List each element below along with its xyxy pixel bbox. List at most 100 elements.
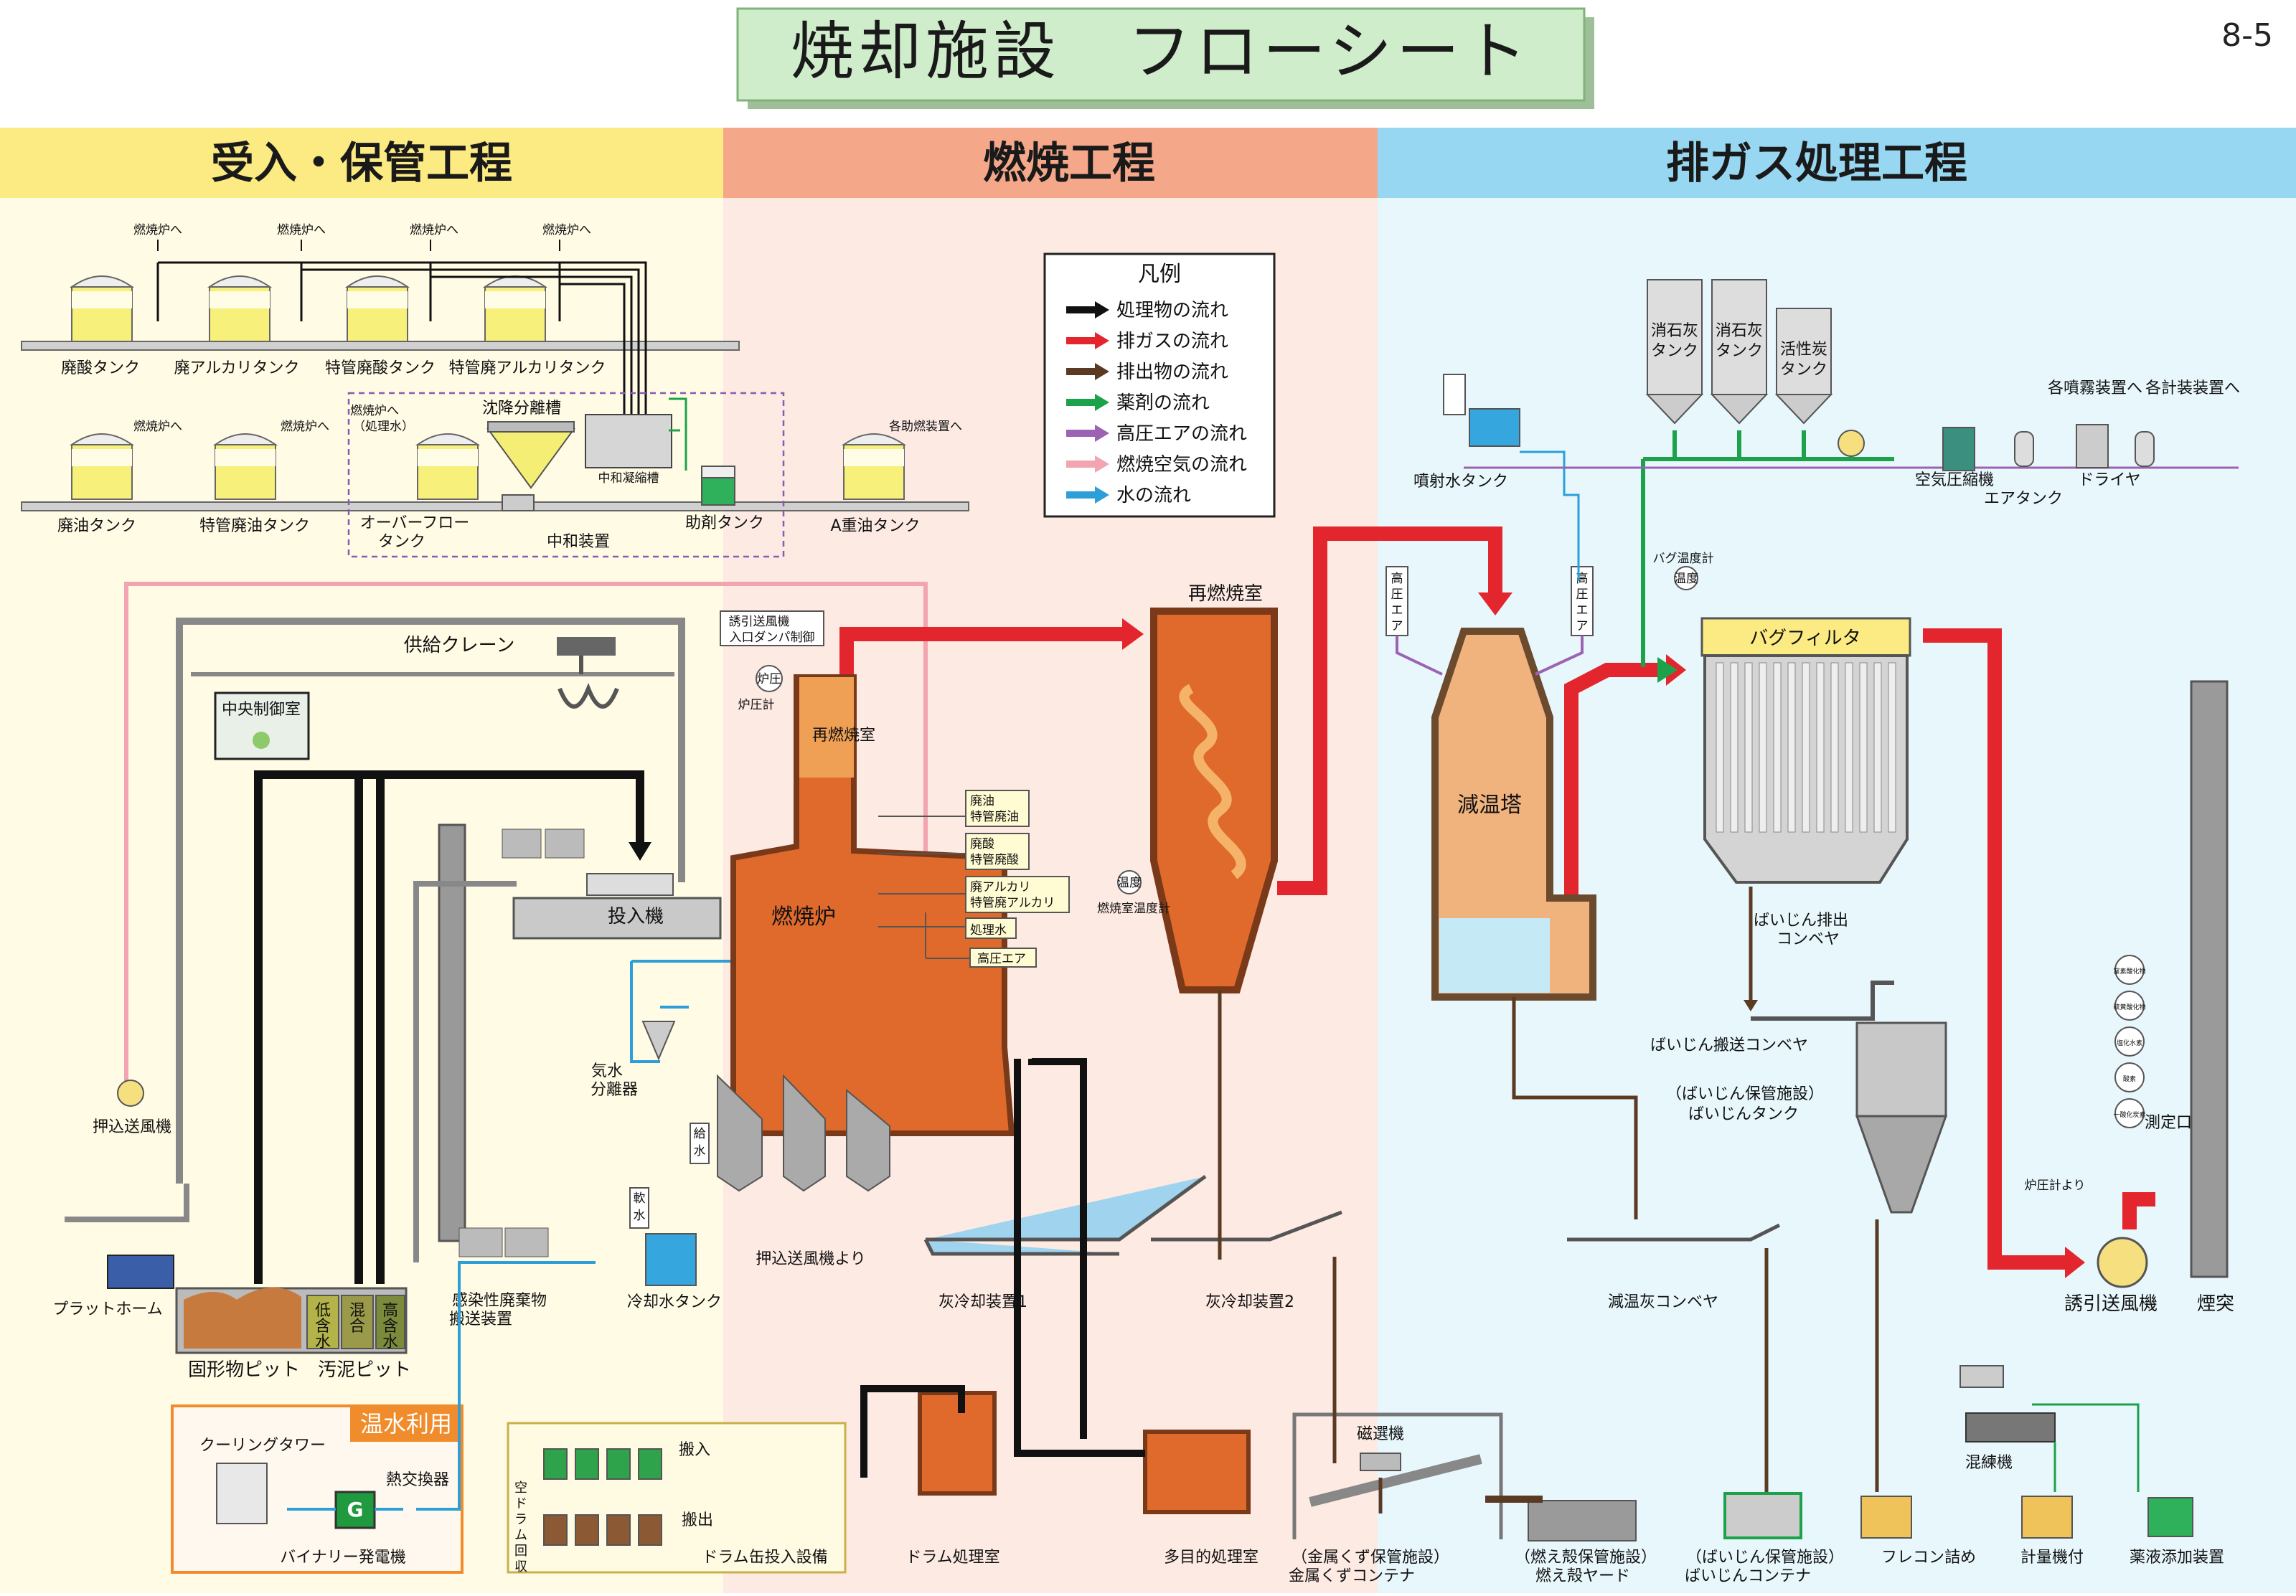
waste-transfer-lines — [254, 770, 644, 1284]
feeder-body — [512, 897, 722, 940]
feeder-label: 投入機 — [608, 906, 664, 927]
multi-purpose-furnace — [1143, 1430, 1251, 1514]
multi-room-transfer — [1014, 1058, 1145, 1457]
platform-label: プラットホーム — [52, 1300, 162, 1318]
spray-water-tank — [1469, 408, 1520, 447]
dryer — [2076, 424, 2109, 468]
hp-air-left-4: ア — [1391, 619, 1403, 633]
legend-swatch-arrow — [1095, 332, 1109, 349]
filter-tube — [1759, 662, 1767, 833]
empty-drum-char: 回 — [514, 1544, 527, 1559]
bag-filter-tubes — [1716, 662, 1896, 833]
air-tank — [2014, 431, 2034, 467]
storage-tank-roof — [212, 433, 278, 445]
spray-water-line — [1520, 450, 1580, 581]
stack-analyzer-label: 酸素 — [2123, 1075, 2136, 1083]
drum-furnace — [918, 1391, 997, 1496]
dust-container-label-1: （ばいじん保管施設） — [1686, 1549, 1844, 1567]
hp-air-left-2: 圧 — [1391, 587, 1403, 602]
additive-tank — [701, 476, 735, 506]
treated-water-note: （処理水） — [353, 420, 414, 434]
hot-water-title: 温水利用 — [360, 1410, 452, 1437]
neutral-thickener-label: 中和凝縮槽 — [598, 471, 659, 486]
tank-base-row2 — [21, 501, 969, 511]
supply-water-box — [690, 1123, 710, 1164]
gas-flow-to-bag — [1564, 663, 1669, 904]
filter-tube — [1859, 662, 1868, 833]
waste-acid-tank-label: 廃酸タンク — [61, 359, 140, 377]
lime-silo-1 — [1647, 279, 1703, 395]
stack-analyzer-label: 一酸化炭素 — [2113, 1110, 2145, 1119]
stack-analyzer-meter — [2114, 955, 2145, 985]
filter-tube — [1816, 662, 1825, 833]
dust-container-label-2: ばいじんコンテナ — [1685, 1567, 1811, 1585]
infectious-box-3 — [502, 828, 542, 859]
stack-analyzer-meter — [2114, 991, 2145, 1021]
additive-tank-top — [701, 466, 735, 478]
storage-tank-headspace — [844, 449, 904, 466]
magnet-conveyor — [1309, 1454, 1482, 1507]
freon-bag — [1860, 1496, 1912, 1539]
cooling-water-tank — [645, 1233, 697, 1286]
infectious-box-1 — [458, 1227, 503, 1257]
cinder-yard — [1528, 1500, 1637, 1541]
tank-to-furnace-4: 燃焼炉へ — [542, 223, 591, 237]
inj-oil-1: 廃油 — [970, 794, 994, 808]
dust-silo — [1855, 1021, 1947, 1118]
carry-in-label: 搬入 — [679, 1441, 710, 1459]
lime-silo-2-cone — [1710, 394, 1769, 425]
bottom-facilities: 温水利用 クーリングタワー 熱交換器 G バイナリー発電機 搬入 搬出 空ドラム… — [171, 1058, 2224, 1585]
sludge-pit-label: 汚泥ピット — [318, 1359, 411, 1381]
legend-item-label: 排出物の流れ — [1116, 362, 1228, 383]
section-receiving-title: 受入・保管工程 — [211, 138, 512, 189]
push-fan-label: 押込送風機 — [93, 1118, 171, 1136]
crane-label: 供給クレーン — [404, 635, 515, 656]
storage-tank-headspace — [72, 291, 132, 308]
filter-tube — [1802, 662, 1810, 833]
storage-tank-headspace — [347, 291, 408, 308]
crane-trolley — [557, 637, 616, 656]
bag-temp-text: 温度 — [1674, 572, 1698, 586]
crane-grab — [557, 656, 619, 709]
tank-outlet-lines — [156, 263, 561, 321]
page-title: 焼却施設 フローシート — [791, 14, 1531, 88]
stack-analyzer-label: 塩化水素 — [2117, 1039, 2142, 1047]
storage-tank-headspace — [485, 291, 545, 308]
push-fan-icon — [117, 1080, 144, 1107]
dust-storage-label-1: （ばいじん保管施設） — [1666, 1085, 1824, 1103]
dust-conveyor-label-1: ばいじん排出 — [1754, 912, 1848, 930]
soft-water-1: 軟 — [634, 1191, 646, 1206]
pit-low-1: 低 — [315, 1302, 331, 1320]
damper-label-1: 誘引送風機 — [729, 615, 790, 629]
storage-tank-roof — [415, 433, 481, 445]
inj-acid-2: 特管廃酸 — [970, 853, 1019, 867]
special-acid-tank-label: 特管廃酸タンク — [325, 359, 436, 377]
inj-oil-box — [965, 790, 1030, 827]
tank-row-1 — [69, 275, 907, 500]
carbon-tank-b: タンク — [1780, 361, 1827, 379]
induced-fan — [2097, 1237, 2148, 1288]
dust-storage-label-2: ばいじんタンク — [1688, 1105, 1799, 1123]
inj-air-box — [969, 948, 1037, 968]
legend-title: 凡例 — [1138, 262, 1181, 287]
generator-symbol: G — [347, 1498, 364, 1521]
damper-label-2: 入口ダンパ制御 — [730, 631, 815, 645]
legend-swatch-arrow — [1095, 301, 1109, 318]
compressor-label: 空気圧縮機 — [1915, 471, 1994, 489]
air-tank-label: エアタンク — [1984, 490, 2063, 508]
drum-out — [638, 1514, 662, 1546]
inj-water-box — [965, 917, 1017, 939]
lime-tank-2-a: 消石灰 — [1716, 322, 1763, 340]
section-combustion-title: 燃焼工程 — [983, 138, 1155, 189]
gas-arrow-1 — [1122, 618, 1144, 650]
special-alkali-tank-label: 特管廃アルカリタンク — [448, 359, 606, 377]
quench-tower-label: 減温塔 — [1457, 793, 1522, 818]
page-number: 8-5 — [2221, 17, 2273, 54]
empty-drum-char: ド — [514, 1496, 527, 1511]
silo-group: 消石灰 タンク 消石灰 タンク 活性炭 タンク — [1645, 279, 1833, 425]
dust-container — [1723, 1492, 1802, 1539]
reburn-temp-text: 温度 — [1117, 876, 1142, 890]
additive-chem-line — [669, 397, 687, 471]
drum-rows — [543, 1448, 662, 1546]
